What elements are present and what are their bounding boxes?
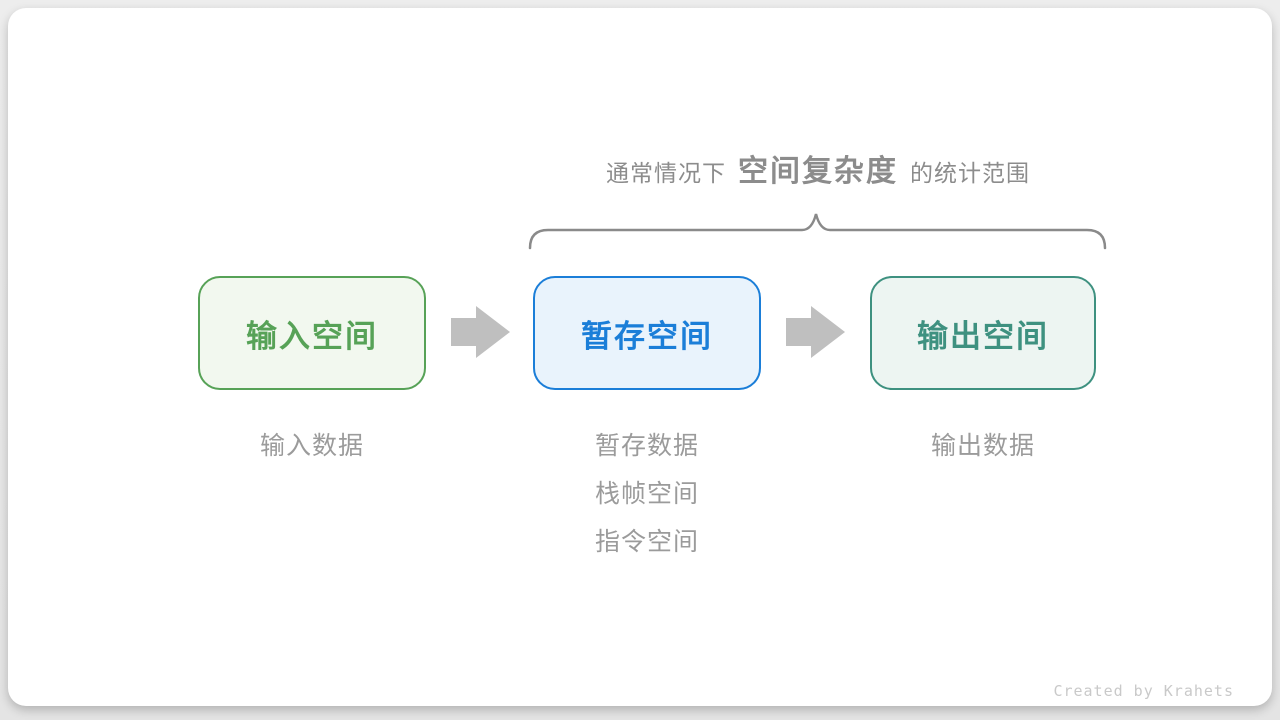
- box-output-space-label: 输出空间: [917, 318, 1049, 354]
- diagram-card: 通常情况下 空间复杂度 的统计范围 输入空间 暂存空间 输出空间 输入数据 暂存…: [8, 8, 1272, 706]
- credit-text: Created by Krahets: [1053, 682, 1234, 700]
- arrow-right-icon: [786, 306, 845, 358]
- output-space-sublabels: 输出数据: [870, 420, 1096, 468]
- sublabel-input-data: 输入数据: [259, 432, 364, 460]
- temp-space-sublabels: 暂存数据 栈帧空间 指令空间: [533, 420, 761, 564]
- input-space-sublabels: 输入数据: [198, 420, 426, 468]
- arrow-right-icon: [451, 306, 510, 358]
- box-output-space: 输出空间: [870, 276, 1096, 390]
- title-prefix: 通常情况下: [606, 160, 726, 186]
- sublabel-output-data: 输出数据: [930, 432, 1035, 460]
- box-input-space-label: 输入空间: [246, 318, 378, 354]
- title-highlight: 空间复杂度: [738, 155, 898, 188]
- sublabel-temp-data: 暂存数据: [594, 432, 699, 460]
- sublabel-stack-frame: 栈帧空间: [594, 480, 699, 508]
- box-temp-space: 暂存空间: [533, 276, 761, 390]
- title-suffix: 的统计范围: [910, 160, 1030, 186]
- box-input-space: 输入空间: [198, 276, 426, 390]
- box-temp-space-label: 暂存空间: [581, 318, 713, 354]
- sublabel-instruction: 指令空间: [594, 528, 699, 556]
- brace-icon: [528, 213, 1107, 250]
- diagram-title: 通常情况下 空间复杂度 的统计范围: [458, 146, 1178, 196]
